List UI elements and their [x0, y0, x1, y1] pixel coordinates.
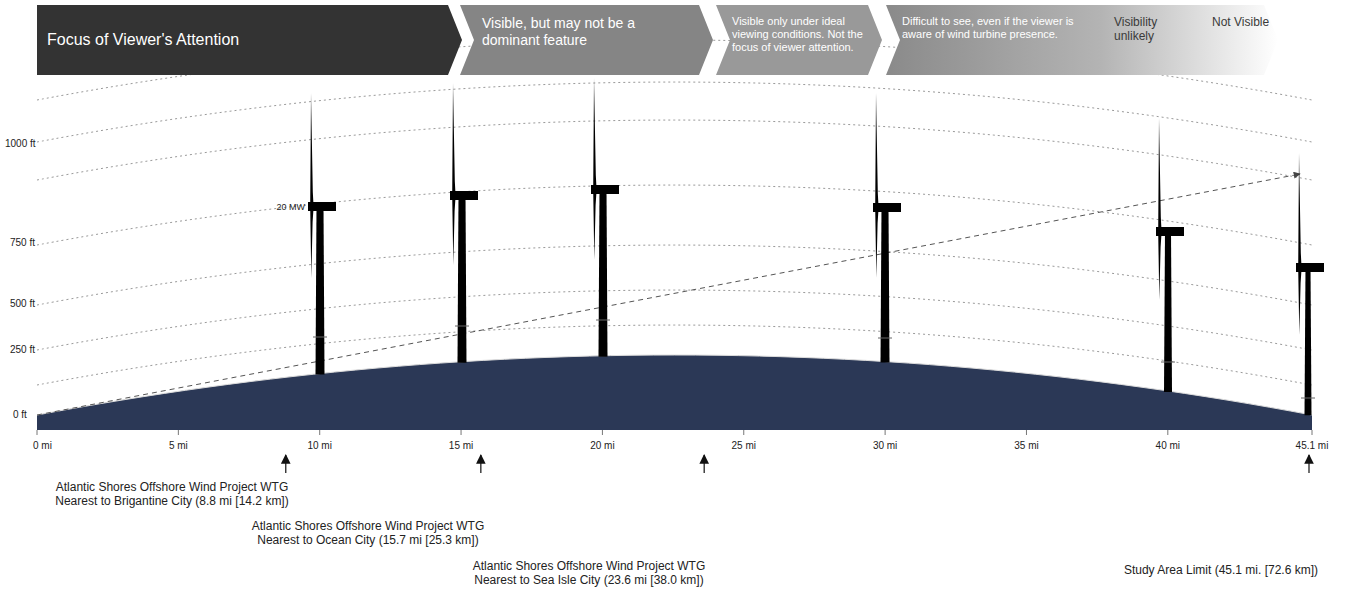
axis-tick — [37, 430, 38, 435]
visibility-band: Visible, but may not be a dominant featu… — [460, 5, 713, 75]
elevation-arc — [37, 245, 1312, 305]
axis-tick — [885, 430, 886, 435]
tower — [599, 190, 608, 357]
axis-label: 0 ft — [13, 409, 27, 421]
wind-turbine — [1156, 118, 1184, 392]
band-text: Not Visible — [1212, 15, 1274, 29]
axis-label: 10 mi — [307, 440, 331, 452]
tower-mark — [1301, 398, 1315, 399]
callout-note: Atlantic Shores Offshore Wind Project WT… — [244, 519, 492, 548]
elevation-arc — [37, 185, 1312, 245]
axis-label: 0 mi — [33, 440, 52, 452]
callout-note: Study Area Limit (45.1 mi. [72.6 km]) — [1124, 563, 1318, 577]
band-text: Focus of Viewer's Attention — [47, 30, 427, 49]
pointer-arrow — [480, 455, 481, 473]
tower-mark — [313, 337, 327, 338]
tower-mark — [1161, 362, 1175, 363]
tower-mark — [596, 320, 610, 321]
turbine-rating: 20 MW — [276, 202, 305, 213]
tower — [458, 196, 467, 363]
axis-tick — [461, 430, 462, 435]
blade — [452, 83, 455, 265]
blade — [1158, 118, 1161, 300]
blade — [875, 93, 878, 278]
elevation-arc — [37, 82, 1312, 142]
callout-note: Atlantic Shores Offshore Wind Project WT… — [41, 480, 303, 509]
band-text: Visible, but may not be a dominant featu… — [482, 15, 682, 49]
elevation-arc — [37, 120, 1312, 180]
pointer-arrow — [285, 455, 286, 473]
pointer-arrow — [704, 455, 705, 473]
axis-label: 25 mi — [732, 440, 756, 452]
blade — [593, 78, 596, 260]
pointer-arrow — [1308, 455, 1309, 473]
visibility-band: Difficult to see, even if the viewer is … — [886, 5, 1278, 75]
axis-tick — [1312, 430, 1313, 435]
axis-label: 45.1 mi — [1296, 440, 1329, 452]
sea-surface — [37, 355, 1312, 415]
axis-label: 40 mi — [1156, 440, 1180, 452]
visibility-band: Visible only under ideal viewing conditi… — [716, 5, 882, 75]
chevron-fill — [37, 5, 462, 75]
earth-curvature — [37, 355, 1312, 430]
sight-line — [37, 174, 1300, 415]
tower-mark — [878, 338, 892, 339]
axis-tick — [319, 430, 320, 435]
tower — [316, 207, 325, 375]
band-text: Visible only under ideal viewing conditi… — [732, 15, 882, 55]
wind-turbine — [591, 78, 619, 357]
axis-tick — [178, 430, 179, 435]
band-text: Difficult to see, even if the viewer is … — [902, 15, 1092, 41]
axis-label: 30 mi — [873, 440, 897, 452]
callout-note: Atlantic Shores Offshore Wind Project WT… — [463, 559, 715, 588]
tower-mark — [455, 326, 469, 327]
visibility-band: Focus of Viewer's Attention — [37, 5, 462, 75]
axis-label: 35 mi — [1014, 440, 1038, 452]
axis-label: 750 ft — [10, 237, 35, 249]
wind-turbine — [873, 93, 901, 363]
wind-turbine — [308, 93, 336, 375]
chevron-fill — [716, 5, 882, 75]
tower — [1305, 268, 1312, 415]
band-text: Visibility unlikely — [1114, 15, 1184, 44]
chevron-fill — [460, 5, 713, 75]
axis-label: 5 mi — [169, 440, 188, 452]
axis-label: 500 ft — [10, 298, 35, 310]
chevron-fill — [886, 5, 1278, 75]
axis-tick — [743, 430, 744, 435]
blade — [1298, 153, 1301, 335]
wind-turbine — [1296, 153, 1324, 415]
blade — [310, 93, 313, 278]
tower — [1164, 232, 1172, 392]
axis-tick — [602, 430, 603, 435]
wind-turbine — [450, 83, 478, 363]
elevation-arc — [37, 290, 1312, 350]
axis-tick — [1167, 430, 1168, 435]
axis-tick — [1026, 430, 1027, 435]
axis-label: 250 ft — [10, 344, 35, 356]
axis-label: 1000 ft — [5, 138, 36, 150]
axis-label: 15 mi — [449, 440, 473, 452]
axis-label: 20 mi — [590, 440, 614, 452]
tower — [881, 208, 890, 363]
